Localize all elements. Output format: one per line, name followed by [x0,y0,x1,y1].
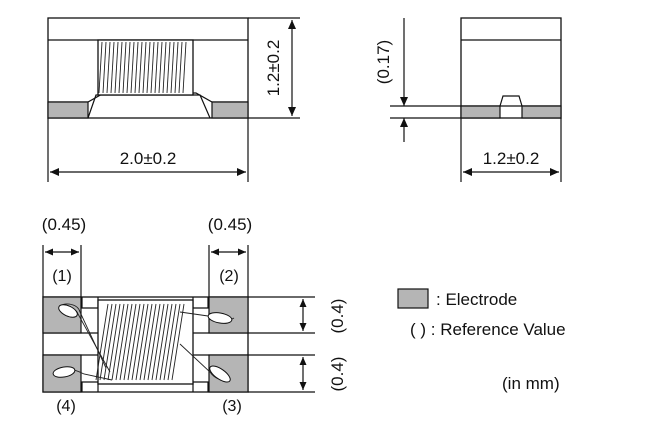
lead-blob-2 [207,312,233,324]
bottom-coil-turn [95,303,109,381]
front-coil-turn [126,41,131,94]
right-width-arrow-a [211,248,219,256]
side-body-outline [460,17,562,119]
front-electrode-left [47,101,89,119]
left-width-label: (0.45) [42,215,86,234]
front-coil-turn [150,41,155,94]
bottom-coil-turn [127,303,141,381]
front-electrode-right [211,101,249,119]
upper-len-label: (0.4) [328,299,347,334]
front-coil-turn [110,41,115,94]
bottom-coil-turn [119,303,133,381]
terminal-label-3: (3) [222,398,242,415]
legend-reference-text: ( ) : Reference Value [410,320,566,339]
width-arrow-left [463,168,472,176]
lead-blob-1 [58,304,78,318]
bottom-coil-turn [139,303,153,381]
front-coil-turn [106,41,111,94]
front-coil-turn [178,41,183,94]
height-arrow-top [288,20,296,29]
front-coil-turn [162,41,167,94]
front-coil-turn [98,41,103,94]
bottom-coil-turn [159,303,173,381]
side-electrode-left [460,105,501,119]
front-coil-turn [114,41,119,94]
front-coil-turn [182,41,187,94]
right-width-arrow-b [238,248,246,256]
bottom-coil-turn [143,303,157,381]
bottom-coil-turn [163,303,177,381]
bottom-coil-turn [135,303,149,381]
front-coil-turn [174,41,179,94]
lower-len-arrow-a [299,357,307,365]
side-view: 1.2±0.2 (0.17) [374,17,562,182]
front-coil-turn [146,41,151,94]
side-wire-notch [499,95,523,107]
lead-blob-3 [209,365,231,383]
front-coil-turn [142,41,147,94]
upper-len-arrow-b [299,323,307,331]
height-label: 1.2±0.2 [264,40,283,97]
front-coil-turn [118,41,123,94]
thickness-label: (0.17) [374,40,393,84]
front-coil-turn [134,41,139,94]
bottom-coil-turn [107,303,121,381]
thickness-arrow-bottom [400,118,408,127]
legend: : Electrode ( ) : Reference Value (in mm… [397,288,566,393]
bottom-coil [95,303,185,381]
bottom-coil-turn [147,303,161,381]
thickness-arrow-top [400,97,408,106]
front-coil [98,41,187,94]
terminal-label-4: (4) [56,398,76,415]
upper-len-arrow-a [299,299,307,307]
bottom-coil-turn [115,303,129,381]
lead-blob-4 [52,366,76,378]
bottom-core-notch-right-low [192,381,209,392]
width-arrow-right [550,168,559,176]
left-width-arrow-a [45,248,53,256]
front-coil-turn [170,41,175,94]
front-coil-turn [158,41,163,94]
height-arrow-bottom [288,107,296,116]
width-label: 1.2±0.2 [483,149,540,168]
terminal-label-1: (1) [52,268,72,285]
lower-len-label: (0.4) [328,357,347,392]
bottom-coil-turn [155,303,169,381]
legend-electrode-swatch [397,288,429,309]
right-width-label: (0.45) [208,215,252,234]
front-view: 2.0±0.2 1.2±0.2 [47,17,300,182]
bottom-coil-turn [171,303,185,381]
left-width-arrow-b [71,248,79,256]
bottom-coil-turn [151,303,165,381]
front-coil-turn [102,41,107,94]
legend-electrode-text: : Electrode [436,290,517,309]
bottom-coil-turn [167,303,181,381]
bottom-core-notch-left-low [81,381,99,392]
front-coil-turn [122,41,127,94]
bottom-view: (1) (2) (3) (4) (0.45) (0.45) (0.4) (0.4… [42,215,347,415]
terminal-label-2: (2) [219,268,239,285]
front-coil-turn [154,41,159,94]
bottom-coil-turn [131,303,145,381]
legend-units-text: (in mm) [502,374,560,393]
length-label: 2.0±0.2 [120,149,177,168]
front-coil-turn [130,41,135,94]
length-arrow-right [237,168,246,176]
side-electrode-right [521,105,562,119]
bottom-coil-turn [111,303,125,381]
bottom-coil-turn [123,303,137,381]
bottom-coil-turn [99,303,113,381]
front-coil-turn [138,41,143,94]
front-coil-turn [166,41,171,94]
length-arrow-left [50,168,59,176]
lower-len-arrow-b [299,382,307,390]
